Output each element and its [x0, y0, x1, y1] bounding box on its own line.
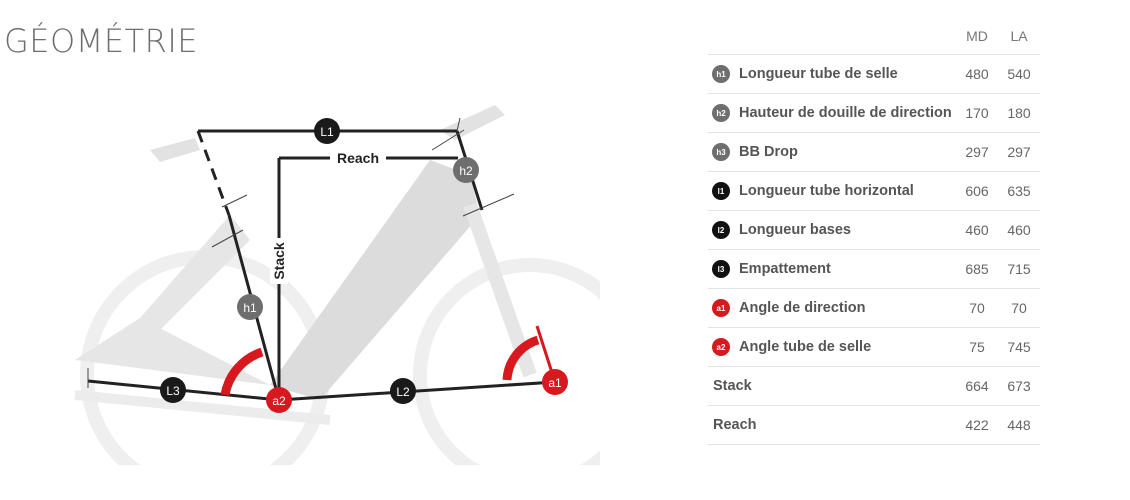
seat-angle-arc — [220, 347, 264, 396]
row-label: BB Drop — [739, 144, 798, 160]
table-row: l2 Longueur bases 460 460 — [708, 211, 1040, 250]
row-value-la: 635 — [1007, 183, 1031, 199]
page-title: GÉOMÉTRIE — [4, 22, 198, 60]
reach-label: Reach — [337, 150, 379, 166]
row-label: Stack — [713, 378, 752, 394]
svg-text:L1: L1 — [320, 125, 334, 139]
column-header-md: MD — [966, 28, 988, 44]
l1-marker: L1 — [314, 118, 340, 144]
row-label: Angle de direction — [739, 300, 866, 316]
head-angle-arc — [502, 335, 540, 381]
row-value-md: 297 — [965, 144, 989, 160]
row-label: Hauteur de douille de direction — [739, 105, 952, 121]
a1-marker: a1 — [542, 369, 568, 395]
table-row: Reach 422 448 — [708, 406, 1040, 445]
svg-text:L3: L3 — [166, 384, 180, 398]
row-label: Longueur tube de selle — [739, 66, 898, 82]
row-value-la: 540 — [1007, 66, 1031, 82]
row-badge-a1: a1 — [712, 299, 730, 317]
svg-text:L2: L2 — [396, 385, 410, 399]
table-header: MD LA — [708, 18, 1040, 55]
row-badge-a2: a2 — [712, 338, 730, 356]
table-row: h3 BB Drop 297 297 — [708, 133, 1040, 172]
row-label: Reach — [713, 417, 757, 433]
row-value-md: 664 — [965, 378, 989, 394]
row-value-md: 70 — [969, 300, 985, 316]
h1-marker: h1 — [237, 294, 263, 320]
svg-text:a2: a2 — [272, 394, 286, 408]
row-value-md: 75 — [969, 339, 985, 355]
l3-marker: L3 — [160, 377, 186, 403]
row-value-md: 170 — [965, 105, 989, 121]
svg-text:a1: a1 — [548, 376, 562, 390]
wheelbase-line — [278, 380, 556, 402]
row-value-la: 673 — [1007, 378, 1031, 394]
row-badge-l1: l1 — [712, 182, 730, 200]
column-header-la: LA — [1010, 28, 1028, 44]
row-label: Longueur bases — [739, 222, 851, 238]
row-badge-h1: h1 — [712, 65, 730, 83]
table-row: Stack 664 673 — [708, 367, 1040, 406]
row-value-md: 606 — [965, 183, 989, 199]
table-row: h1 Longueur tube de selle 480 540 — [708, 55, 1040, 94]
row-value-la: 715 — [1007, 261, 1031, 277]
table-row: a2 Angle tube de selle 75 745 — [708, 328, 1040, 367]
table-row: l1 Longueur tube horizontal 606 635 — [708, 172, 1040, 211]
l2-marker: L2 — [390, 378, 416, 404]
row-badge-h2: h2 — [712, 104, 730, 122]
row-label: Longueur tube horizontal — [739, 183, 914, 199]
table-row: l3 Empattement 685 715 — [708, 250, 1040, 289]
row-label: Empattement — [739, 261, 831, 277]
row-value-la: 460 — [1007, 222, 1031, 238]
row-value-md: 422 — [965, 417, 989, 433]
a2-marker: a2 — [266, 387, 292, 413]
row-value-la: 70 — [1011, 300, 1027, 316]
seat-tube-dashed-line — [196, 130, 231, 216]
geometry-table: MD LA h1 Longueur tube de selle 480 540 h2 Ha… — [708, 18, 1040, 445]
row-badge-h3: h3 — [712, 143, 730, 161]
h2-marker: h2 — [453, 157, 479, 183]
svg-text:h1: h1 — [243, 301, 257, 315]
row-value-md: 685 — [965, 261, 989, 277]
row-badge-l2: l2 — [712, 221, 730, 239]
row-value-md: 480 — [965, 66, 989, 82]
table-row: h2 Hauteur de douille de direction 170 180 — [708, 94, 1040, 133]
row-value-la: 180 — [1007, 105, 1031, 121]
svg-text:h2: h2 — [459, 164, 473, 178]
bike-silhouette — [74, 105, 600, 465]
row-value-la: 448 — [1007, 417, 1031, 433]
row-value-la: 745 — [1007, 339, 1031, 355]
stack-label: Stack — [271, 242, 287, 280]
row-badge-l3: l3 — [712, 260, 730, 278]
bike-geometry-diagram: Reach Stack L1 h2 h1 L3 a2 L2 a1 — [74, 105, 600, 465]
row-value-la: 297 — [1007, 144, 1031, 160]
row-label: Angle tube de selle — [739, 339, 872, 355]
table-row: a1 Angle de direction 70 70 — [708, 289, 1040, 328]
row-value-md: 460 — [965, 222, 989, 238]
